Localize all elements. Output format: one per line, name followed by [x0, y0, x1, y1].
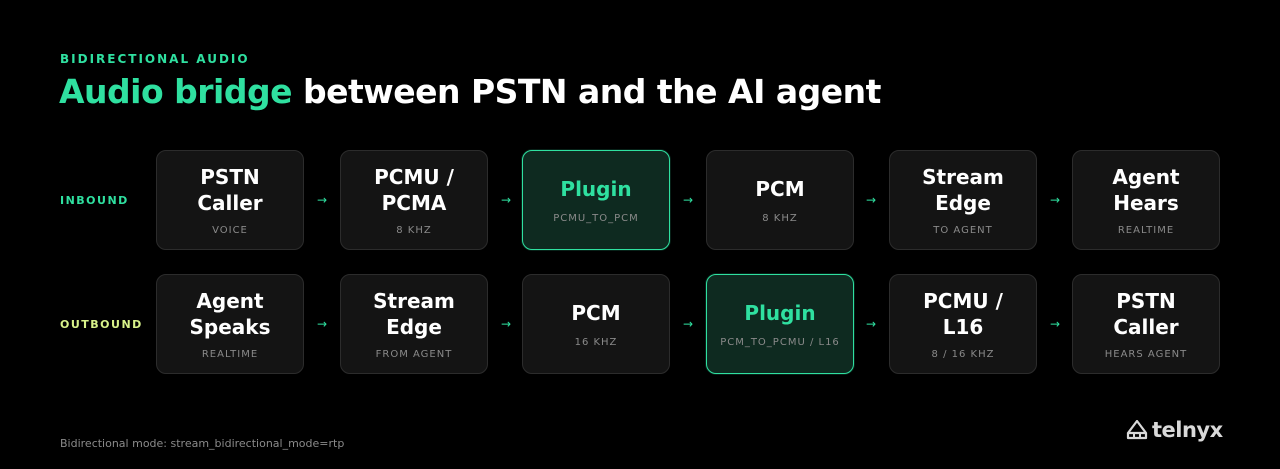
inbound-node: PCMU / PCMA 8 KHZ	[340, 150, 488, 250]
eyebrow: BIDIRECTIONAL AUDIO	[60, 52, 250, 66]
telnyx-logo-icon	[1126, 420, 1148, 440]
node-title: PCMU / L16	[923, 288, 1003, 339]
node-subtitle: PCM_TO_PCMU / L16	[720, 336, 840, 348]
arrow-right-icon: →	[500, 193, 512, 207]
footnote: Bidirectional mode: stream_bidirectional…	[60, 437, 345, 450]
arrow-right-icon: →	[682, 317, 694, 331]
node-subtitle: REALTIME	[1117, 224, 1175, 236]
node-subtitle: TO AGENT	[933, 224, 993, 236]
outbound-node: PCMU / L16 8 / 16 KHZ	[889, 274, 1037, 374]
node-subtitle: PCMU_TO_PCM	[553, 212, 639, 224]
telnyx-logo: telnyx	[1126, 418, 1223, 442]
node-title: PSTN Caller	[1113, 288, 1179, 339]
inbound-node: PCM 8 KHZ	[706, 150, 854, 250]
arrow-right-icon: →	[1049, 193, 1061, 207]
node-title: Stream Edge	[373, 288, 455, 339]
page-title: Audio bridge between PSTN and the AI age…	[59, 72, 881, 111]
node-title: Agent Hears	[1112, 164, 1180, 215]
arrow-right-icon: →	[316, 317, 328, 331]
row-label-outbound: OUTBOUND	[60, 318, 143, 331]
node-title: Plugin	[560, 176, 632, 201]
node-title: Agent Speaks	[189, 288, 271, 339]
title-accent: Audio bridge	[59, 72, 292, 111]
node-title: Plugin	[744, 300, 816, 325]
arrow-right-icon: →	[500, 317, 512, 331]
row-label-inbound: INBOUND	[60, 194, 129, 207]
node-title: PSTN Caller	[197, 164, 263, 215]
node-subtitle: REALTIME	[201, 348, 259, 360]
node-subtitle: 16 KHZ	[574, 336, 618, 348]
arrow-right-icon: →	[865, 193, 877, 207]
node-subtitle: 8 KHZ	[762, 212, 798, 224]
node-title: Stream Edge	[922, 164, 1004, 215]
arrow-right-icon: →	[682, 193, 694, 207]
node-title: PCM	[755, 176, 805, 201]
node-subtitle: 8 KHZ	[396, 224, 432, 236]
title-rest: between PSTN and the AI agent	[291, 72, 881, 111]
node-subtitle: 8 / 16 KHZ	[931, 348, 995, 360]
arrow-right-icon: →	[316, 193, 328, 207]
node-subtitle: HEARS AGENT	[1104, 348, 1188, 360]
arrow-right-icon: →	[865, 317, 877, 331]
logo-wordmark: telnyx	[1152, 418, 1223, 442]
node-title: PCMU / PCMA	[374, 164, 454, 215]
outbound-node: PCM 16 KHZ	[522, 274, 670, 374]
node-subtitle: VOICE	[212, 224, 248, 236]
arrow-right-icon: →	[1049, 317, 1061, 331]
inbound-node: Stream Edge TO AGENT	[889, 150, 1037, 250]
node-subtitle: FROM AGENT	[375, 348, 453, 360]
node-title: PCM	[571, 300, 621, 325]
